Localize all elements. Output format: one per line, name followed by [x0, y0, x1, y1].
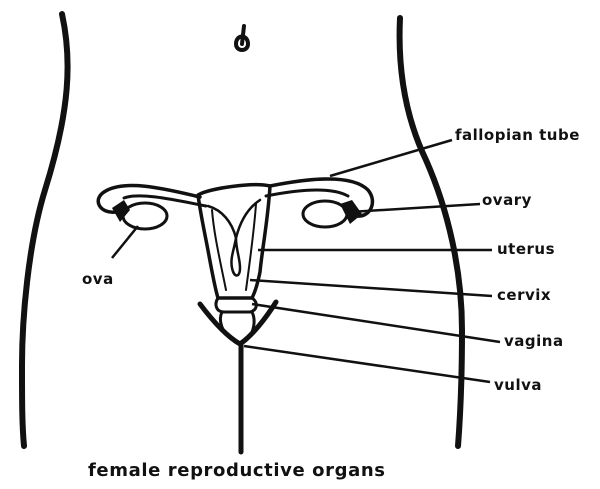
uterus-wall-right: [246, 204, 256, 290]
cervix-shape: [216, 298, 256, 312]
label-cervix: cervix: [497, 286, 551, 304]
leader-ova: [112, 226, 138, 258]
fimbriae-left: [112, 200, 130, 222]
label-fallopian-tube: fallopian tube: [455, 126, 580, 144]
uterus-canal: [231, 238, 240, 276]
fallopian-tube-right-inner: [266, 190, 348, 196]
label-uterus: uterus: [497, 240, 555, 258]
label-vagina: vagina: [504, 332, 564, 350]
label-ovary: ovary: [482, 191, 532, 209]
diagram-caption: female reproductive organs: [88, 460, 386, 481]
vulva-shape: [200, 302, 276, 344]
body-outline-left: [22, 14, 68, 446]
label-ova: ova: [82, 270, 114, 288]
ovary-right: [303, 201, 347, 227]
leader-cervix: [250, 280, 492, 296]
leader-vulva: [244, 346, 490, 382]
body-outline-right: [400, 18, 462, 446]
label-vulva: vulva: [494, 376, 542, 394]
navel: [236, 26, 248, 50]
ovary-left: [123, 203, 167, 229]
